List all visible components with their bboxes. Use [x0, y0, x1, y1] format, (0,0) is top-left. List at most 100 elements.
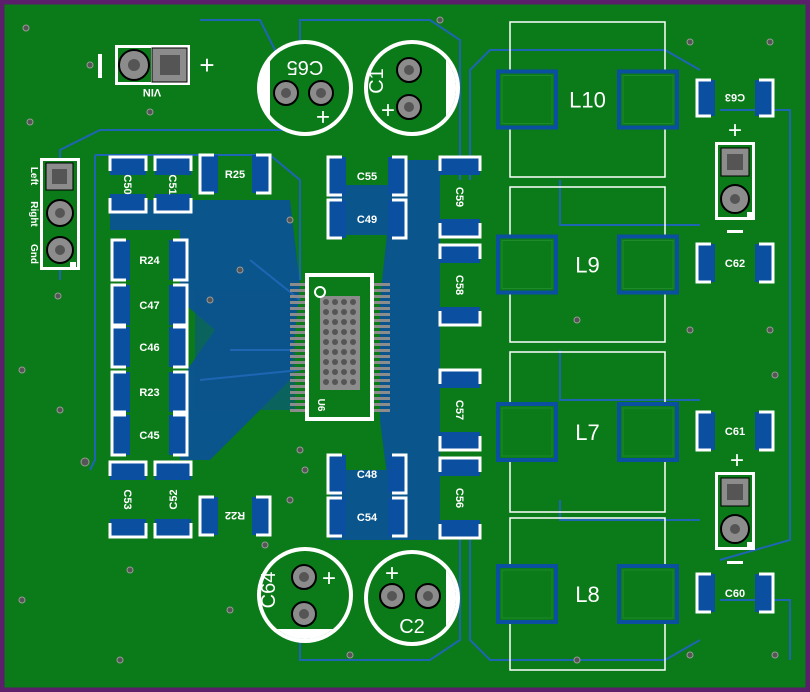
- u6-pin-right: [372, 379, 390, 382]
- c65-polarity: +: [316, 103, 330, 130]
- l8-label: L8: [575, 582, 599, 607]
- c59-label: C59: [453, 187, 465, 207]
- part-c53: C53: [108, 460, 148, 539]
- c46-label: C46: [139, 342, 159, 354]
- u6-pin-right: [372, 373, 390, 376]
- part-c56: C56: [438, 456, 482, 540]
- u6-pin-left: [290, 319, 308, 322]
- u6-pin-right: [372, 349, 390, 352]
- out-bottom-minus-mark: [727, 561, 743, 564]
- u6-thermal-via: [341, 349, 347, 355]
- u6-thermal-via: [323, 309, 329, 315]
- u6-thermal-via: [323, 319, 329, 325]
- part-c58: C58: [438, 243, 482, 327]
- u6-thermal-via: [332, 319, 338, 325]
- cap-c64: C64 +: [257, 547, 353, 643]
- part-c52: C52: [153, 460, 193, 539]
- u6-thermal-via: [323, 369, 329, 375]
- u6-pin-left: [290, 385, 308, 388]
- ic-u6: U6: [290, 273, 390, 421]
- u6-thermal-via: [350, 359, 356, 365]
- part-c61: C61: [695, 410, 775, 452]
- part-r24: R24: [110, 238, 189, 282]
- c2-label: C2: [399, 616, 425, 638]
- u6-thermal-via: [350, 379, 356, 385]
- u6-pin-left: [290, 391, 308, 394]
- u6-pin-left: [290, 367, 308, 370]
- u6-thermal-via: [323, 349, 329, 355]
- c60-label: C60: [725, 588, 745, 600]
- u6-pin-right: [372, 295, 390, 298]
- part-c46: C46: [110, 325, 189, 369]
- u6-pin-right: [372, 391, 390, 394]
- u6-pin-left: [290, 403, 308, 406]
- u6-pin-right: [372, 403, 390, 406]
- u6-thermal-via: [350, 339, 356, 345]
- u6-thermal-via: [332, 349, 338, 355]
- part-c49: C49: [326, 198, 408, 240]
- u6-pin-right: [372, 385, 390, 388]
- part-c51: C51: [153, 155, 193, 214]
- via-field: [18, 16, 779, 664]
- u6-pin-right: [372, 337, 390, 340]
- audio-gnd-label: Gnd: [28, 244, 39, 264]
- r22-label: R22: [225, 509, 245, 521]
- u6-pin-left: [290, 397, 308, 400]
- c49-label: C49: [357, 214, 377, 226]
- c54-label: C54: [357, 512, 378, 524]
- u6-thermal-via: [332, 379, 338, 385]
- u6-pin-left: [290, 325, 308, 328]
- u6-pin-right: [372, 325, 390, 328]
- c1-polarity: +: [381, 97, 395, 124]
- u6-thermal-via: [323, 299, 329, 305]
- u6-thermal-via: [341, 299, 347, 305]
- part-c47: C47: [110, 283, 189, 327]
- u6-pin-left: [290, 307, 308, 310]
- u6-pin-left: [290, 349, 308, 352]
- u6-thermal-via: [350, 319, 356, 325]
- r24-label: R24: [139, 255, 160, 267]
- part-c59: C59: [438, 155, 482, 239]
- u6-pin-right: [372, 301, 390, 304]
- audio-right-label: Right: [28, 201, 39, 227]
- u6-thermal-via: [323, 339, 329, 345]
- u6-pin-left: [290, 379, 308, 382]
- vin-minus-mark: [98, 54, 102, 78]
- part-c45: C45: [110, 413, 189, 457]
- u6-pin-right: [372, 343, 390, 346]
- inductor-l8: L8: [496, 517, 679, 671]
- part-c48: C48: [326, 453, 408, 495]
- vin-label: VIN: [143, 86, 161, 98]
- c64-label: C64: [258, 572, 280, 609]
- inductor-l7: L7: [496, 351, 679, 513]
- u6-thermal-via: [323, 329, 329, 335]
- part-r23: R23: [110, 370, 189, 414]
- u6-thermal-via: [332, 329, 338, 335]
- inductor-l10: L10: [496, 21, 679, 178]
- u6-thermal-via: [341, 369, 347, 375]
- vin-connector: + VIN: [98, 45, 215, 98]
- u6-pin-left: [290, 361, 308, 364]
- u6-thermal-via: [341, 319, 347, 325]
- c58-label: C58: [453, 275, 465, 295]
- u6-thermal-via: [341, 329, 347, 335]
- cap-c2: C2 +: [364, 550, 460, 646]
- u6-pin-right: [372, 367, 390, 370]
- out-top-minus-mark: [727, 230, 743, 233]
- u6-pin-left: [290, 301, 308, 304]
- u6-thermal-via: [350, 309, 356, 315]
- part-r22: R22: [198, 495, 272, 537]
- u6-pin-right: [372, 409, 390, 412]
- c57-label: C57: [453, 400, 465, 420]
- audio-input-connector: Left Right Gnd: [28, 158, 80, 270]
- l10-label: L10: [569, 88, 606, 113]
- u6-pin-right: [372, 355, 390, 358]
- c52-label: C52: [168, 489, 180, 509]
- c51-label: C51: [166, 174, 178, 194]
- u6-pin-right: [372, 331, 390, 334]
- u6-thermal-via: [323, 359, 329, 365]
- out-top-plus: +: [728, 117, 742, 144]
- u6-thermal-via: [332, 359, 338, 365]
- u6-thermal-via: [350, 369, 356, 375]
